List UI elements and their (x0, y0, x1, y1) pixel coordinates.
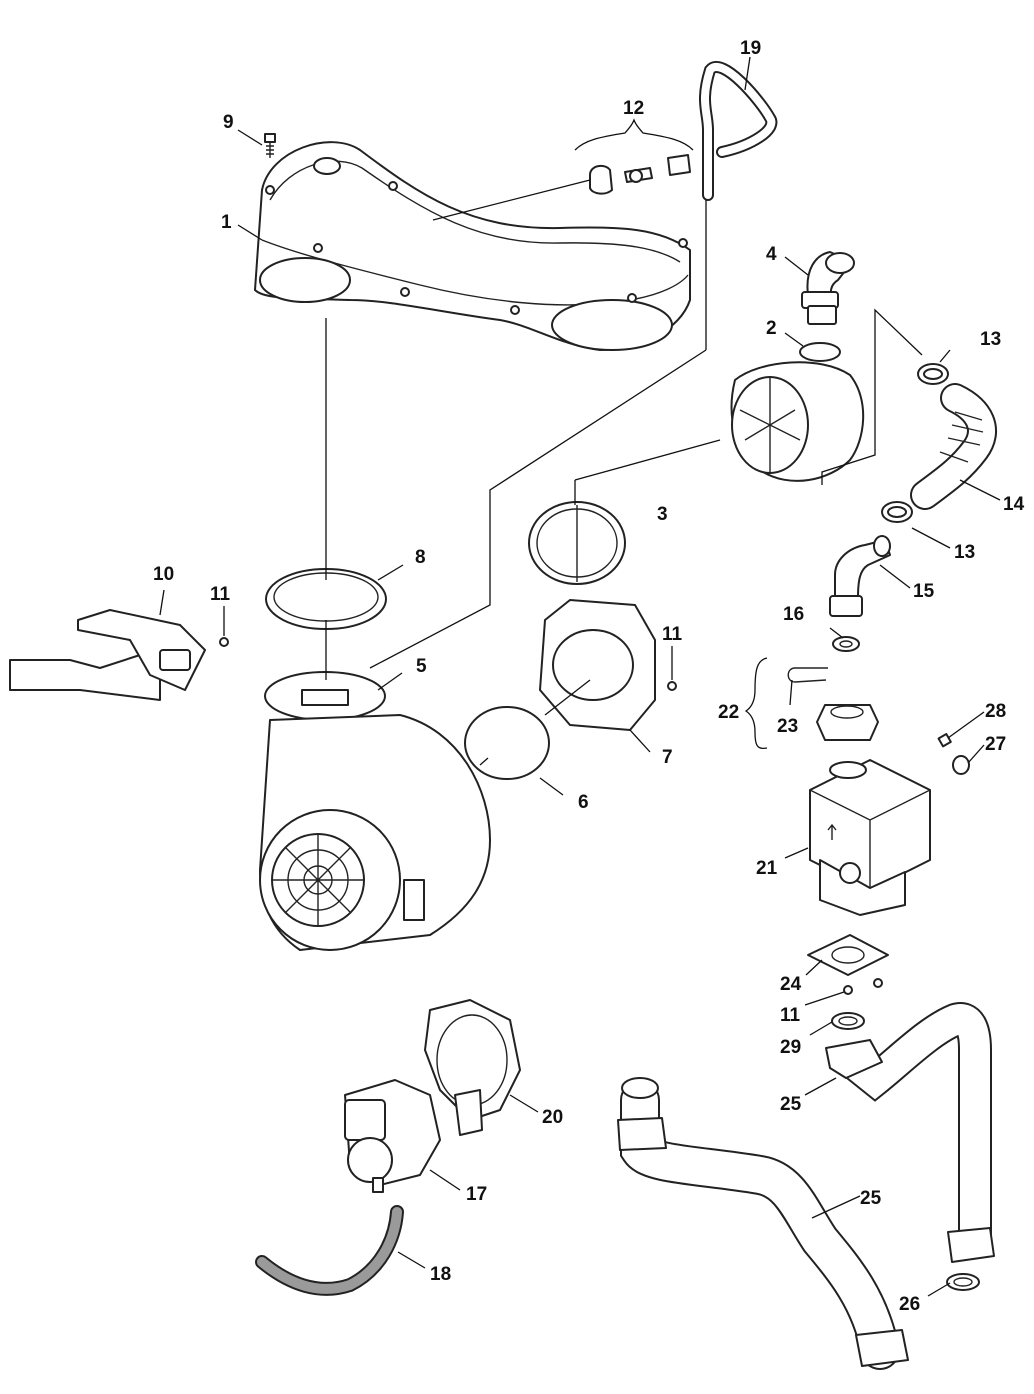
part-22-nut (816, 704, 879, 741)
part-5-gasket-plate (264, 671, 386, 721)
callout-4: 4 (766, 244, 777, 265)
part-4-elbow (801, 251, 855, 325)
callout-14: 14 (1003, 494, 1025, 515)
callout-29: 29 (780, 1037, 801, 1058)
part-26-washer (946, 1273, 980, 1291)
callout-21: 21 (756, 858, 778, 879)
leader-lines (159, 56, 1001, 1297)
mixer-housing (730, 361, 865, 482)
callout-20: 20 (542, 1107, 563, 1128)
part-23-clip-pin (787, 667, 828, 683)
part-3-flap-disc (528, 501, 626, 585)
callout-2: 2 (766, 318, 777, 339)
part-25-gas-pipe-left (617, 1077, 909, 1370)
callout-12: 12 (623, 98, 644, 119)
part-27-plug (952, 755, 970, 775)
callout-25-b: 25 (860, 1188, 882, 1209)
callout-13-a: 13 (980, 329, 1001, 350)
callout-25-a: 25 (780, 1094, 802, 1115)
part-19-hose (699, 61, 778, 201)
callout-22: 22 (718, 702, 739, 723)
part-13-clip-upper (917, 363, 949, 385)
callout-8: 8 (415, 547, 426, 568)
callout-17: 17 (466, 1184, 487, 1205)
part-28-screw (937, 733, 952, 748)
part-10-bracket (9, 609, 206, 701)
callout-7: 7 (662, 747, 673, 768)
part-2-seal (799, 342, 841, 362)
part-17-pressure-switch (344, 1079, 441, 1193)
callout-11-a: 11 (210, 584, 231, 605)
callout-28: 28 (985, 701, 1006, 722)
part-12-nozzle-set (589, 154, 691, 195)
callout-18: 18 (430, 1264, 451, 1285)
part-25-gas-pipe-right (825, 1002, 995, 1263)
part-24-gasket (807, 934, 889, 976)
part-14-corrugated-hose (910, 383, 997, 510)
callout-6: 6 (578, 792, 589, 813)
part-13-clip-lower (881, 501, 913, 523)
part-16-washer (832, 636, 860, 652)
callout-5: 5 (416, 656, 427, 677)
part-6-o-ring (464, 706, 550, 780)
callout-13-b: 13 (954, 542, 975, 563)
callout-27: 27 (985, 734, 1006, 755)
part-29-washer (831, 1012, 865, 1030)
callout-15: 15 (913, 581, 935, 602)
callout-9: 9 (223, 112, 234, 133)
part-15-fitting (829, 535, 891, 617)
part-20-bracket-ring (424, 999, 521, 1136)
callout-10: 10 (153, 564, 174, 585)
callout-1: 1 (221, 212, 232, 233)
callout-labels: 1 2 3 4 5 6 7 8 9 10 11 11 11 12 13 13 1… (153, 38, 1025, 1315)
part-21-gas-valve (809, 759, 931, 916)
callout-26: 26 (899, 1294, 920, 1315)
callout-23: 23 (777, 716, 798, 737)
part-9-screw (264, 133, 276, 158)
fan-blower (259, 714, 491, 951)
callout-3: 3 (657, 504, 668, 525)
callout-11-b: 11 (662, 624, 683, 645)
callout-11-c: 11 (780, 1005, 801, 1026)
callout-16: 16 (783, 604, 804, 625)
callout-19: 19 (740, 38, 761, 59)
part-18-hose (255, 1205, 404, 1296)
part-7-fan-flange (539, 599, 656, 731)
callout-24: 24 (780, 974, 802, 995)
part-1-air-box (254, 141, 691, 351)
part-11-screw-small (219, 637, 883, 995)
